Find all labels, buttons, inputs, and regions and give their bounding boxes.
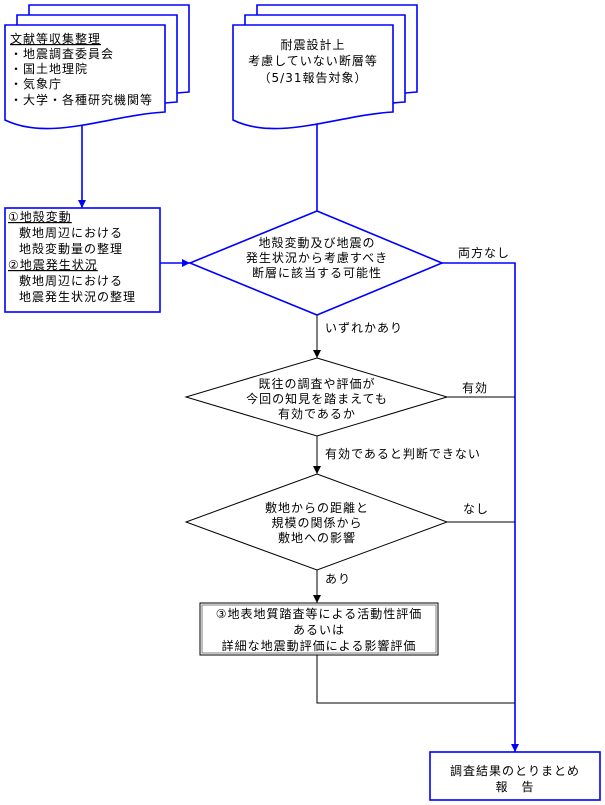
- section-heading-crustal-movement: ①地殻変動: [8, 209, 72, 224]
- literature-item: ・国土地理院: [10, 62, 88, 76]
- edge-label-relevance-none: 両方なし: [458, 245, 510, 260]
- decision-line: 今回の知見を踏まえても: [246, 391, 388, 406]
- decision-validity: 既往の調査や評価が 今回の知見を踏まえても 有効であるか: [184, 357, 449, 437]
- section-line: 地震発生状況の整理: [19, 289, 136, 304]
- decision-line: 既往の調査や評価が: [258, 376, 375, 391]
- edge-label-impact-present: あり: [325, 572, 351, 586]
- report-box-frame: [429, 751, 601, 801]
- literature-heading: 文献等収集整理: [10, 31, 101, 46]
- document-shape-front: [232, 24, 394, 130]
- organize-box-frame: [4, 207, 161, 313]
- evaluation-box: ③地表地質踏査等による活動性評価 あるいは 詳細な地震動評価による影響評価: [199, 602, 439, 656]
- edge-label-validity-undetermined: 有効であると判断できない: [325, 446, 481, 461]
- section-line: 地殻変動量の整理: [19, 241, 123, 256]
- section-heading-seismicity: ②地震発生状況: [8, 257, 98, 272]
- decision-impact: 敷地からの距離と 規模の関係から 敷地への影響: [184, 473, 449, 571]
- literature-item: ・大学・各種研究機関等: [10, 92, 153, 107]
- decision-line: 断層に該当する可能性: [252, 265, 382, 280]
- report-line: 報 告: [495, 780, 534, 794]
- edge-labels: 両方なし いずれかあり 有効 有効であると判断できない なし あり: [325, 245, 510, 586]
- decision-line: 地殻変動及び地震の: [258, 235, 375, 250]
- decision-line: 規模の関係から: [271, 515, 362, 530]
- decision-line: 発生状況から考慮すべき: [246, 250, 388, 265]
- edge-label-relevance-some: いずれかあり: [325, 321, 403, 335]
- report-line: 調査結果のとりまとめ: [450, 764, 580, 778]
- decision-line: 有効であるか: [278, 406, 356, 421]
- decision-line: 敷地への影響: [278, 530, 356, 545]
- document-shape-front: [4, 24, 166, 130]
- arrow-relevance-none-to-report: [442, 262, 519, 752]
- organize-box: ①地殻変動 敷地周辺における 地殻変動量の整理 ②地震発生状況 敷地周辺における…: [4, 207, 161, 313]
- literature-document-stack: 文献等収集整理 ・地震調査委員会 ・国土地理院 ・気象庁 ・大学・各種研究機関等: [4, 4, 190, 130]
- evaluation-line: ③地表地質踏査等による活動性評価: [216, 606, 422, 621]
- target-fault-line: （5/31報告対象）: [259, 71, 368, 85]
- evaluation-line: あるいは: [293, 623, 345, 637]
- edge-label-impact-none: なし: [463, 502, 489, 516]
- target-fault-document-stack: 耐震設計上 考慮していない断層等 （5/31報告対象）: [232, 4, 418, 130]
- literature-item: ・地震調査委員会: [10, 47, 114, 61]
- evaluation-box-frame: [199, 602, 439, 656]
- literature-item: ・気象庁: [10, 76, 62, 91]
- decision-line: 敷地からの距離と: [265, 500, 369, 515]
- evaluation-line: 詳細な地震動評価による影響評価: [222, 638, 417, 653]
- decision-relevance: 地殻変動及び地震の 発生状況から考慮すべき 断層に該当する可能性: [187, 210, 445, 316]
- edge-label-validity-valid: 有効: [462, 380, 488, 395]
- evaluation-box-inner-frame: [201, 604, 437, 654]
- connectors: [78, 124, 519, 752]
- section-line: 敷地周辺における: [19, 225, 123, 240]
- line-evaluation-to-report: [316, 655, 515, 704]
- target-fault-line: 耐震設計上: [280, 37, 345, 52]
- section-line: 敷地周辺における: [19, 273, 123, 288]
- report-box: 調査結果のとりまとめ 報 告: [429, 751, 601, 801]
- target-fault-line: 考慮していない断層等: [248, 53, 378, 68]
